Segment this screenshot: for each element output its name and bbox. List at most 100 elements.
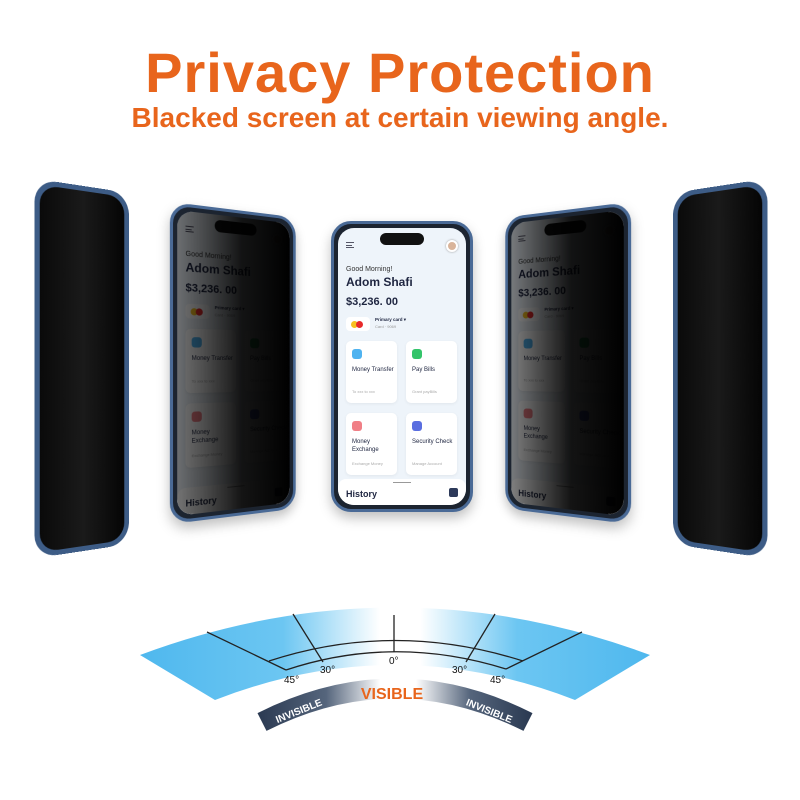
shield-icon (250, 409, 259, 419)
tile-subtitle: Grant payBills (579, 378, 604, 383)
avatar[interactable] (603, 224, 615, 238)
tile-title: Money Transfer (192, 356, 235, 364)
tile-pay-bills[interactable]: Pay BillsGrant payBills (245, 330, 290, 392)
tile-title: Money Exchange (192, 428, 235, 446)
avatar[interactable] (446, 240, 458, 252)
avatar[interactable] (272, 233, 283, 246)
phone-center: Good Morning! Adom Shafi $3,236. 00 Prim… (331, 221, 473, 512)
tile-title: Security Check (250, 425, 290, 435)
card-icon[interactable] (186, 304, 210, 319)
user-name: Adom Shafi (346, 275, 413, 289)
exchange-icon (524, 408, 533, 418)
line-left-30 (293, 614, 323, 662)
label-left-45: 45° (284, 675, 299, 686)
dynamic-island (380, 233, 424, 245)
tile-money-exchange[interactable]: Money ExchangeExchange Money (518, 401, 565, 464)
tile-money-transfer[interactable]: Money Transfer To xxx to xxx (518, 330, 565, 392)
tile-subtitle: Grant payBills (412, 389, 437, 394)
headline: Privacy Protection (0, 40, 800, 105)
drag-handle[interactable] (556, 485, 573, 488)
tile-title: Money Transfer (524, 356, 564, 363)
history-button[interactable] (275, 487, 283, 497)
line-right-45 (506, 632, 582, 669)
transfer-icon (192, 337, 202, 347)
phone-far-right (673, 179, 767, 559)
tile-pay-bills[interactable]: Pay BillsGrant payBills (574, 328, 624, 393)
card-number: Card · 9069 (375, 324, 396, 329)
tile-title: Pay Bills (250, 356, 290, 363)
tile-title: Pay Bills (579, 356, 623, 364)
user-name: Adom Shafi (186, 260, 251, 279)
greeting: Good Morning! (186, 251, 232, 262)
shield-icon (579, 411, 589, 422)
history-button[interactable] (606, 496, 615, 506)
tile-money-transfer[interactable]: Money TransferTo xxx to xxx (346, 341, 397, 403)
banking-app: Good Morning! Adom Shafi $3,236. 00 Prim… (338, 228, 466, 505)
tile-subtitle: Grant payBills (250, 378, 273, 383)
tile-pay-bills[interactable]: Pay BillsGrant payBills (406, 341, 457, 403)
tile-subtitle: Manage Account (412, 461, 442, 466)
menu-icon[interactable] (518, 235, 525, 242)
dynamic-island (544, 220, 586, 237)
card-selector[interactable]: Primary card ▾ (375, 317, 406, 323)
tile-title: Security Check (579, 429, 623, 439)
tile-security-check[interactable]: Security CheckManage Account (406, 413, 457, 475)
tile-subtitle: Exchange Money (524, 447, 552, 454)
tile-title: Money Exchange (352, 439, 396, 454)
tile-money-exchange[interactable]: Money ExchangeExchange Money (346, 413, 397, 475)
bills-icon (412, 349, 422, 359)
label-right-30: 30° (452, 665, 467, 676)
line-left-45 (207, 632, 286, 670)
greeting: Good Morning! (518, 255, 560, 265)
tile-title: Money Transfer (352, 367, 396, 375)
angle-arc-inner (286, 652, 506, 670)
card-selector[interactable]: Primary card ▾ (544, 306, 573, 313)
tile-subtitle: Exchange Money (352, 461, 383, 466)
history-panel[interactable]: History (177, 478, 289, 516)
shield-icon (412, 421, 422, 431)
card-icon[interactable] (346, 317, 370, 331)
invisible-left-label: INVISIBLE (274, 697, 324, 726)
banking-app: Good Morning! Adom Shafi $3,236. 00 Prim… (511, 210, 623, 516)
invisible-right-label: INVISIBLE (464, 697, 514, 726)
menu-icon[interactable] (186, 226, 194, 233)
transfer-icon (524, 339, 533, 349)
visibility-ribbon (262, 689, 528, 723)
card-number: Card · 9069 (215, 312, 235, 318)
exchange-icon (352, 421, 362, 431)
history-panel[interactable]: History (511, 478, 623, 516)
banking-app: Good Morning! Adom Shafi $3,236. 00 Prim… (177, 210, 289, 516)
tile-title: Money Exchange (524, 426, 564, 443)
label-left-30: 30° (320, 665, 335, 676)
phone-far-left (35, 179, 129, 559)
history-button[interactable] (449, 488, 458, 497)
tile-subtitle: Manage Account (250, 447, 277, 454)
dynamic-island (215, 220, 257, 237)
history-label: History (518, 488, 546, 501)
angle-arc-outer (269, 641, 523, 662)
tile-security-check[interactable]: Security CheckManage Account (574, 402, 624, 469)
balance: $3,236. 00 (518, 285, 566, 300)
bills-icon (250, 338, 259, 348)
transfer-icon (352, 349, 362, 359)
drag-handle[interactable] (393, 482, 411, 483)
phone-left-angled: Good Morning! Adom Shafi $3,236. 00 Prim… (170, 202, 296, 524)
label-0: 0° (389, 656, 399, 667)
tile-subtitle: Manage Account (579, 451, 609, 458)
menu-icon[interactable] (346, 242, 354, 248)
tile-money-transfer[interactable]: Money TransferTo xxx to xxx (186, 329, 236, 394)
balance: $3,236. 00 (186, 282, 237, 297)
history-panel[interactable]: History (338, 479, 466, 505)
drag-handle[interactable] (227, 485, 244, 488)
viewing-band (140, 608, 650, 701)
greeting: Good Morning! (346, 266, 392, 273)
card-selector[interactable]: Primary card ▾ (215, 305, 245, 312)
tile-money-exchange[interactable]: Money ExchangeExchange Money (186, 402, 236, 468)
card-icon[interactable] (518, 307, 540, 321)
tile-subtitle: To xxx to xxx (524, 377, 545, 382)
user-name: Adom Shafi (518, 263, 580, 281)
tile-title: Pay Bills (412, 367, 456, 375)
line-right-30 (466, 614, 495, 662)
subheadline: Blacked screen at certain viewing angle. (0, 102, 800, 134)
tile-security-check[interactable]: Security CheckManage Account (245, 400, 290, 463)
